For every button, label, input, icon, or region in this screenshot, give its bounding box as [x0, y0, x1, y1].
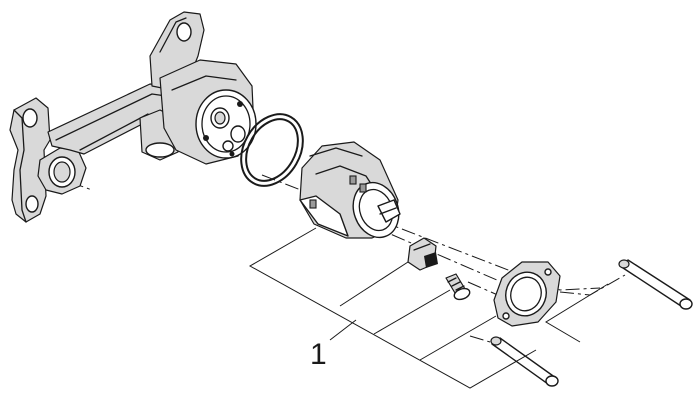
- callout-leaders: [248, 227, 609, 389]
- o-ring-seal: [240, 113, 304, 187]
- long-screw-upper: [618, 259, 693, 310]
- flange: [493, 261, 561, 327]
- long-screw-lower: [490, 336, 559, 387]
- mounting-body: [9, 11, 257, 223]
- screw: [445, 273, 471, 301]
- callout-label-1: 1: [310, 338, 327, 371]
- cartridge: [299, 141, 401, 239]
- adapter: [407, 237, 438, 271]
